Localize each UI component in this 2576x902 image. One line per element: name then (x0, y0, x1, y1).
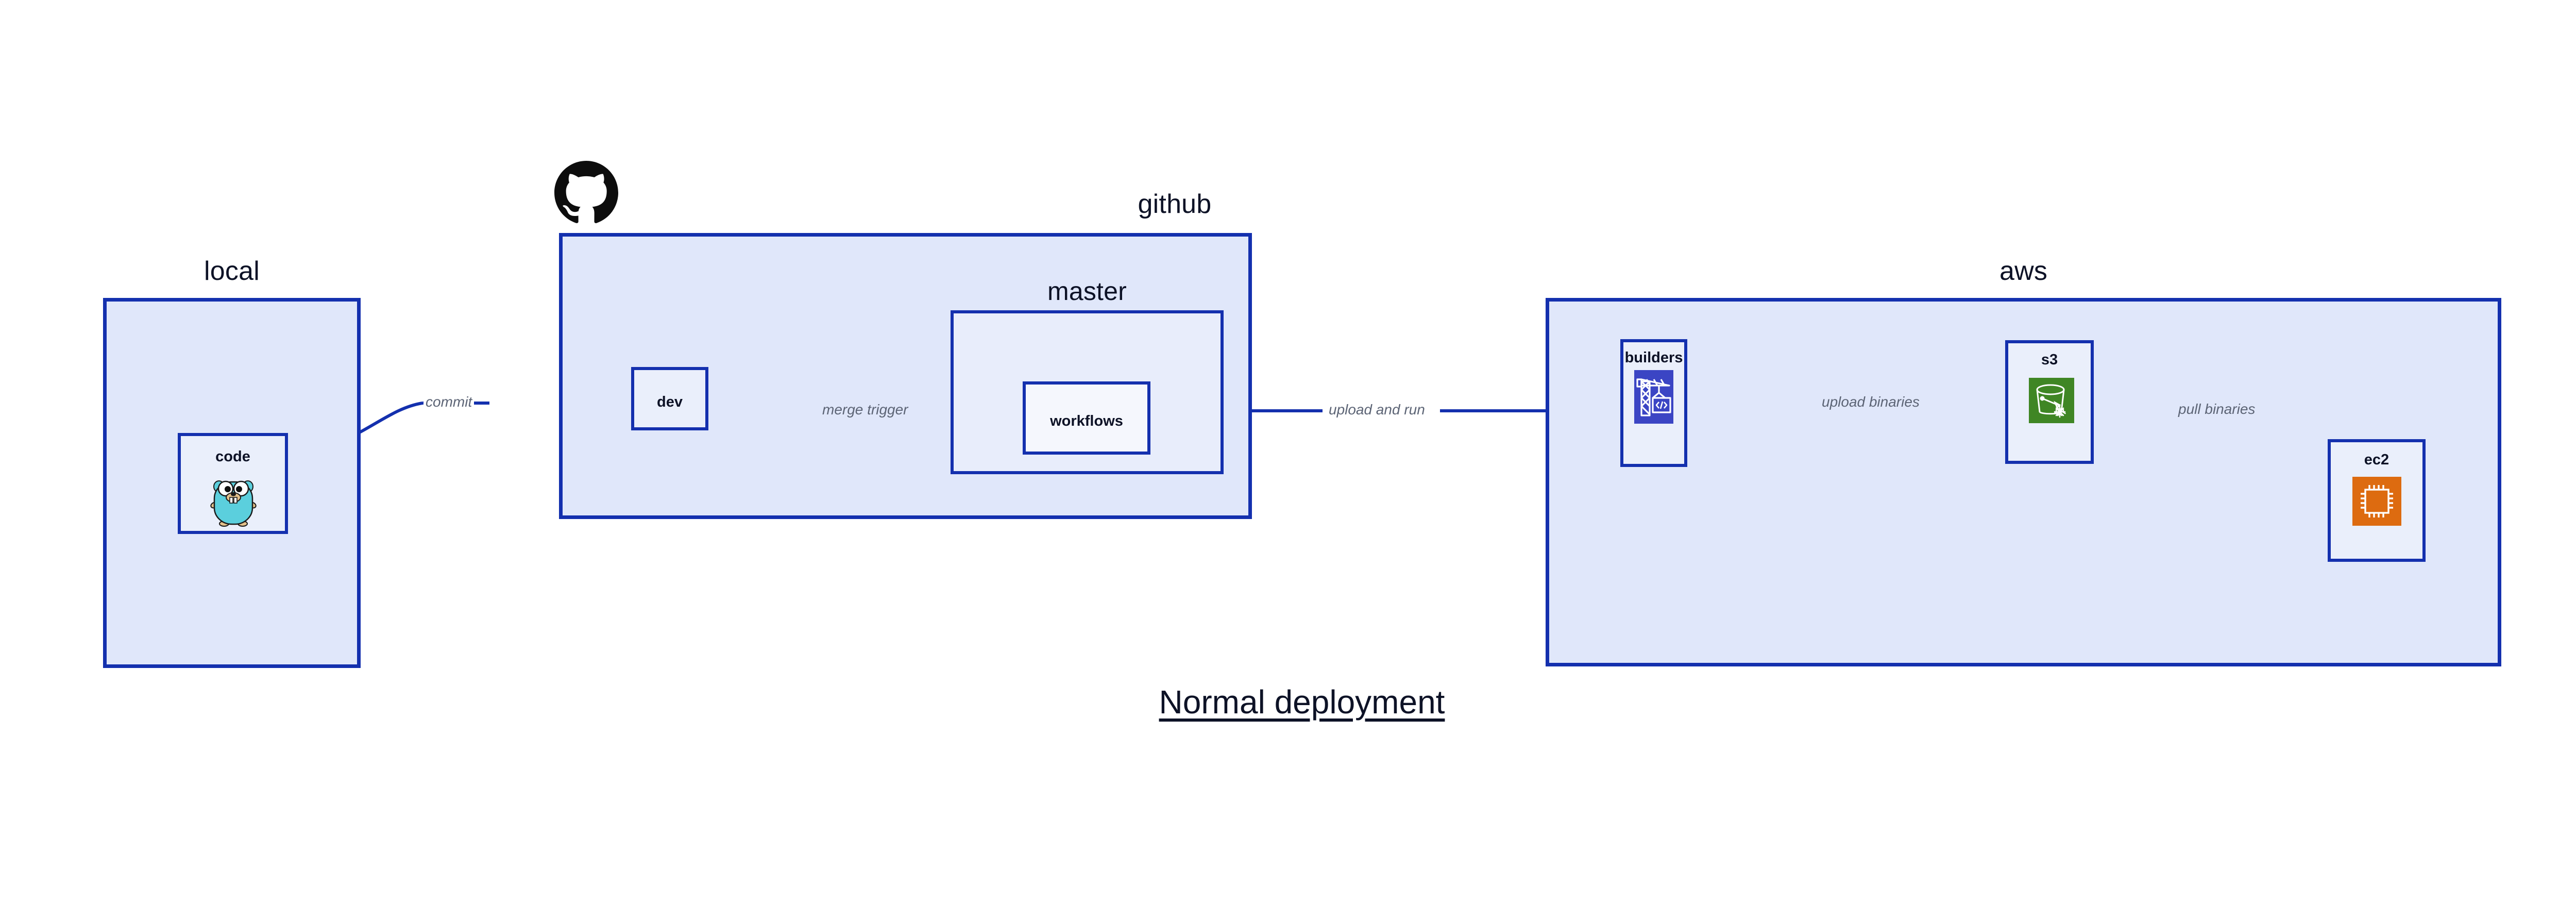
group-local-label: local (204, 256, 260, 286)
node-workflows-label: workflows (1050, 413, 1123, 429)
node-s3-label: s3 (2041, 352, 2058, 368)
edge-label-upload-binaries: upload binaries (1820, 395, 1922, 409)
node-dev[interactable] (631, 367, 708, 430)
node-dev-label: dev (657, 394, 683, 410)
go-gopher-icon (210, 480, 257, 527)
edge-label-upload-and-run: upload and run (1327, 403, 1427, 417)
node-code-label: code (215, 448, 250, 465)
github-octocat-icon (554, 161, 618, 223)
aws-codebuild-icon (1634, 370, 1673, 424)
node-workflows[interactable] (1023, 381, 1150, 455)
node-ec2-label: ec2 (2364, 452, 2389, 468)
aws-s3-glacier-icon (2029, 378, 2074, 423)
group-aws-label: aws (1999, 256, 2048, 286)
edge-label-merge-trigger: merge trigger (820, 403, 910, 417)
node-builders-label: builders (1624, 349, 1683, 366)
edge-label-pull-binaries: pull binaries (2176, 402, 2258, 416)
edge-label-commit: commit (423, 395, 474, 409)
group-master-label: master (1047, 277, 1127, 306)
aws-ec2-icon (2352, 477, 2401, 526)
diagram-title: Normal deployment (1159, 683, 1445, 721)
group-github-label: github (1138, 189, 1212, 219)
